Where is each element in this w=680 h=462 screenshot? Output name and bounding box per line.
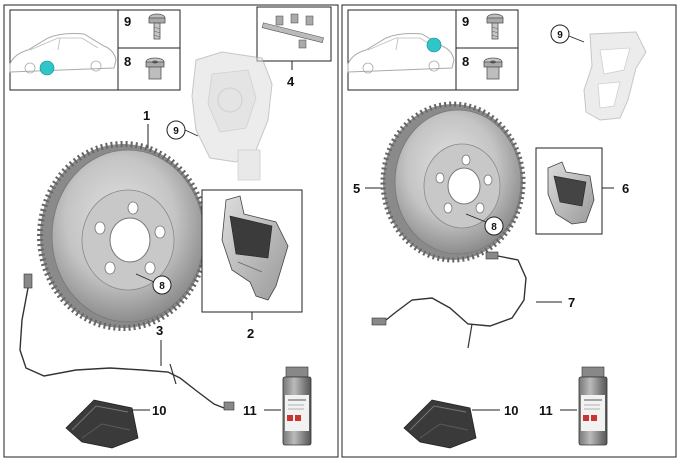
pad-fittings-icon	[261, 13, 324, 49]
spray-can-icon	[282, 366, 312, 446]
wear-sensor-icon	[19, 273, 235, 411]
caliper-icon	[583, 31, 647, 121]
fittings-box	[256, 6, 332, 62]
label-fittings: 4	[287, 74, 295, 89]
position-marker	[39, 60, 55, 76]
brake-disc-icon	[380, 101, 526, 263]
position-marker	[426, 37, 442, 53]
bolts-box: 9 8	[117, 9, 181, 91]
sleeve-bolt-icon	[145, 57, 165, 80]
sleeve-bolt-icon	[483, 57, 503, 80]
label-pads: 6	[622, 181, 629, 196]
callout-hub-bolt: 8	[159, 281, 165, 292]
label-sensor: 3	[156, 323, 163, 338]
pads-box	[535, 147, 603, 235]
spray-can-icon	[578, 366, 608, 446]
label-disc: 5	[353, 181, 360, 196]
label-bolt-top: 9	[462, 14, 469, 29]
callout-caliper-bolt: 9	[557, 30, 563, 41]
brake-pad-icon	[547, 161, 595, 225]
panel-rear: 9 8 9 5 8	[341, 4, 677, 458]
callout-hub-bolt: 8	[491, 222, 497, 233]
label-spray: 11	[539, 403, 553, 418]
brake-disc-icon	[37, 141, 209, 331]
wear-sensor-icon	[371, 251, 527, 349]
callout-caliper-bolt: 9	[173, 126, 179, 137]
label-pads: 2	[247, 326, 254, 341]
label-bolt-bottom: 8	[124, 54, 131, 69]
vehicle-position-box	[9, 9, 119, 91]
vehicle-position-box	[347, 9, 457, 91]
label-disc: 1	[143, 108, 150, 123]
caliper-icon	[191, 51, 273, 181]
label-gloves: 10	[504, 403, 518, 418]
label-gloves: 10	[152, 403, 166, 418]
pads-box	[201, 189, 303, 313]
label-bolt-bottom: 8	[462, 54, 469, 69]
bolts-box: 9 8	[455, 9, 519, 91]
brake-pad-icon	[221, 195, 289, 301]
label-bolt-top: 9	[124, 14, 131, 29]
label-sensor: 7	[568, 295, 575, 310]
label-spray: 11	[243, 403, 257, 418]
panel-front: 9 8 4 9 1	[3, 4, 339, 458]
